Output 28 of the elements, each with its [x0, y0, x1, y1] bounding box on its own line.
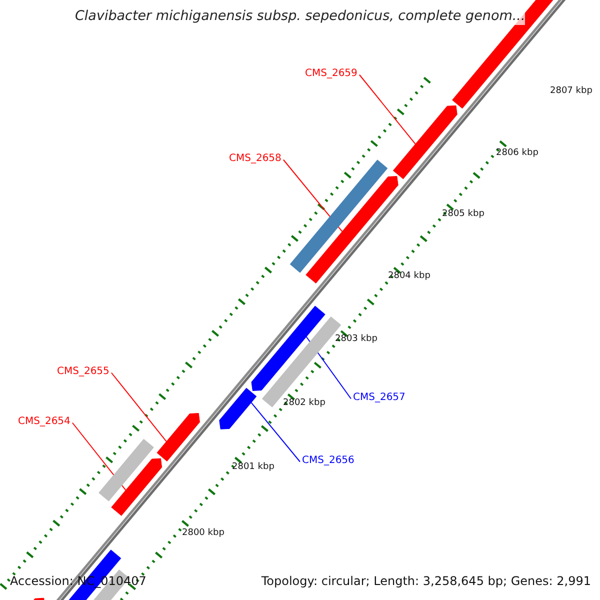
leader-line [358, 74, 416, 145]
gene-label: CMS_2656 [302, 455, 354, 466]
leader-line [110, 372, 167, 442]
leader-line [282, 159, 343, 232]
leader-line [72, 422, 126, 491]
tick-label: 2805 kbp [442, 209, 484, 220]
tick-label: 2801 kbp [232, 462, 274, 472]
gene-label: CMS_2654 [18, 416, 70, 428]
gene-label: CMS_2655 [57, 366, 110, 378]
leader-line [250, 402, 300, 462]
tick-label: 2803 kbp [335, 334, 378, 344]
gene-feature [251, 306, 326, 391]
gene-feature [111, 458, 162, 516]
tick-label: 2804 kbp [388, 271, 430, 282]
genome-info-text: Topology: circular; Length: 3,258,645 bp; Genes: 2,991 [261, 575, 591, 589]
tick-label: 2806 kbp [496, 148, 538, 158]
tick-label: 2807 kbp [550, 86, 592, 96]
tick-label: 2802 kbp [283, 398, 326, 408]
gene-feature [392, 105, 458, 180]
gene-feature [156, 413, 200, 462]
genome-title: Clavibacter michiganensis subsp. sepedonicus, complete genom... [75, 9, 526, 25]
gene-bar [290, 160, 388, 273]
tick-label: 2800 kbp [182, 528, 224, 538]
gene-label: CMS_2657 [353, 392, 406, 404]
gene-bar [98, 438, 154, 502]
gene-label: CMS_2658 [229, 153, 282, 164]
gene-feature [219, 388, 257, 430]
gene-label: CMS_2659 [305, 68, 358, 80]
